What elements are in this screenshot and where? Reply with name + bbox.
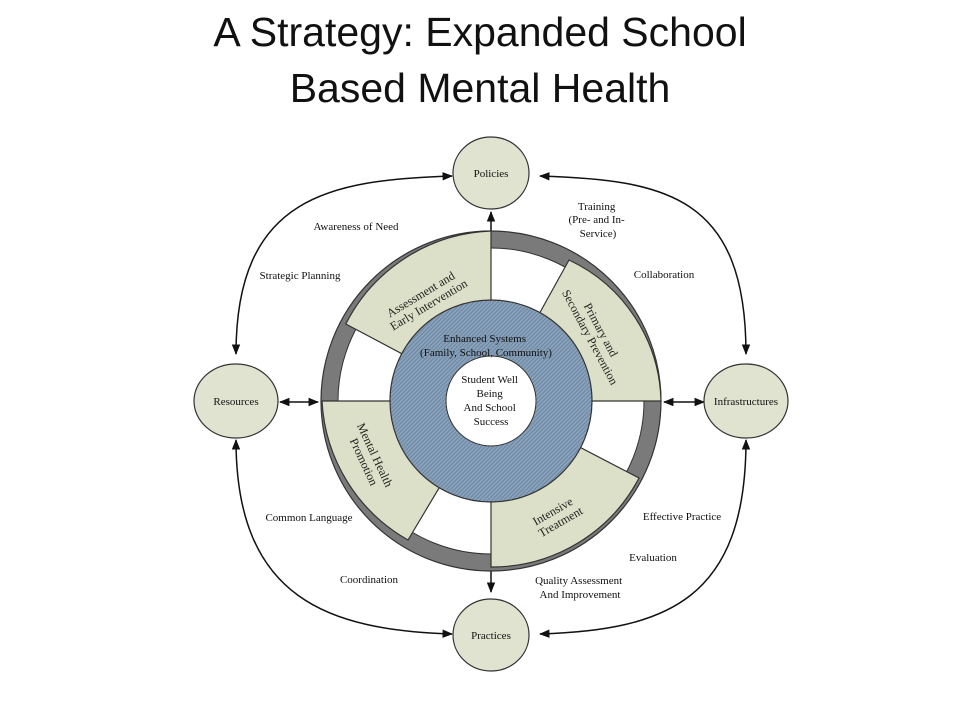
title-line-2: Based Mental Health	[289, 65, 671, 111]
link-resources-practices	[231, 438, 454, 638]
label-strategic-planning: Strategic Planning	[260, 270, 341, 282]
wheel	[320, 230, 662, 572]
node-practices-label: Practices	[471, 630, 511, 642]
link-infrastructures-practices	[538, 438, 751, 638]
page-title: A Strategy: Expanded School Based Mental…	[0, 4, 960, 116]
label-collaboration: Collaboration	[634, 269, 695, 281]
node-practices: Practices	[452, 598, 530, 672]
node-infrastructures-label: Infrastructures	[714, 396, 778, 408]
center-circle	[445, 355, 537, 447]
node-infrastructures: Infrastructures	[703, 363, 789, 439]
label-effective-practice: Effective Practice	[643, 511, 721, 523]
node-resources: Resources	[193, 363, 279, 439]
enhanced-systems-label: Enhanced Systems (Family, School, Commun…	[420, 333, 552, 359]
label-common-language: Common Language	[265, 512, 352, 524]
node-policies-label: Policies	[474, 168, 509, 180]
title-line-1: A Strategy: Expanded School	[213, 9, 747, 55]
node-resources-label: Resources	[213, 396, 258, 408]
label-quality-assessment: Quality Assessment And Improvement	[535, 575, 625, 601]
node-policies: Policies	[452, 136, 530, 210]
link-policies-infrastructures	[538, 172, 751, 356]
label-evaluation: Evaluation	[629, 552, 677, 564]
label-coordination: Coordination	[340, 574, 399, 586]
label-awareness-of-need: Awareness of Need	[313, 221, 399, 233]
center-label: Student Well Being And School Success	[461, 374, 520, 428]
label-training: Training (Pre- and In- Service)	[569, 201, 628, 240]
link-policies-resources	[231, 172, 454, 356]
